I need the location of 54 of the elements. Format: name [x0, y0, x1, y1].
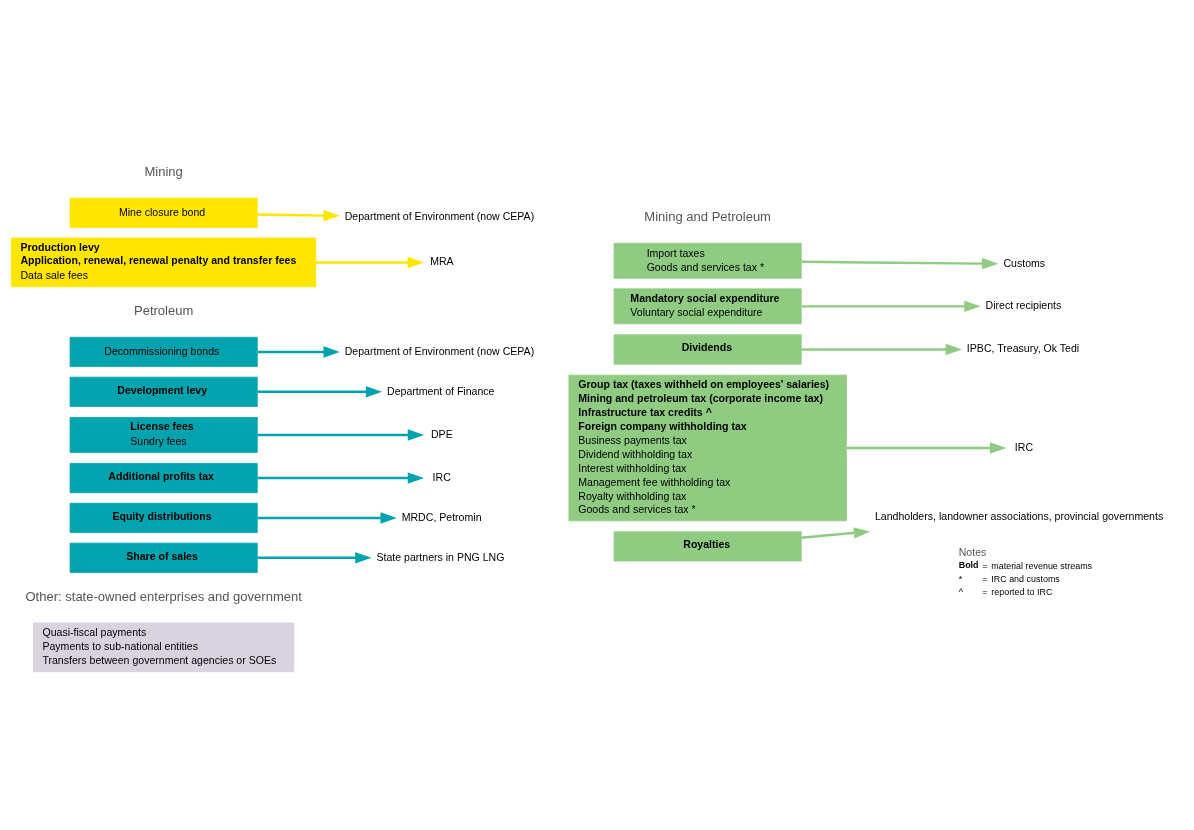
node-text: MRA: [430, 255, 454, 268]
label: Notes: [958, 545, 987, 558]
node-box: Mine closure bond: [69, 197, 258, 228]
node-text: State partners in PNG LNG: [376, 550, 505, 563]
label: reported to IRC: [991, 587, 1053, 598]
node-text: Department of Environment (now CEPA): [344, 210, 535, 223]
node-box: Decommissioning bonds: [69, 336, 258, 367]
arrow: [257, 472, 425, 484]
arrow: [257, 429, 425, 441]
label: Petroleum: [134, 303, 194, 319]
node-text: Direct recipients: [985, 299, 1062, 312]
node-text: Customs: [1003, 256, 1046, 269]
node-box: Development levy: [69, 376, 258, 407]
label: IRC and customs: [991, 574, 1060, 585]
arrow: [257, 346, 340, 358]
label: Mining: [144, 164, 183, 179]
label: =: [982, 574, 988, 585]
arrow: [257, 209, 340, 222]
node-box: Equity distributions: [69, 502, 258, 533]
node-box: Mandatory social expenditure Voluntary social expenditure: [613, 288, 802, 325]
node-box: License fees Sundry fees: [69, 417, 258, 453]
node-text: Department of Environment (now CEPA): [344, 344, 535, 357]
node-text: MRDC, Petromin: [401, 510, 482, 523]
node-box: Production levy Application, renewal, renewal penalty and transfer fees Data sale fees: [11, 237, 317, 288]
node-box: Royalties: [613, 531, 802, 562]
label: Other: state-owned enterprises and government: [25, 588, 302, 604]
arrow: [257, 552, 372, 564]
node-text: IPBC, Treasury, Ok Tedi: [966, 342, 1080, 355]
node-box: Share of sales: [69, 542, 258, 573]
node-box: Quasi-fiscal payments Payments to sub-national entities Transfers between government agencies or SOEs: [33, 622, 295, 673]
arrow: [801, 257, 999, 270]
arrow: [316, 256, 424, 269]
label: *: [958, 574, 963, 585]
node-text: DPE: [430, 427, 453, 440]
label: =: [982, 587, 988, 598]
arrow: [801, 343, 962, 356]
node-text: Department of Finance: [387, 384, 495, 397]
arrow: [257, 512, 397, 524]
label: ^: [958, 587, 963, 598]
node-box: Import taxes Goods and services tax *: [613, 242, 802, 279]
node-text: IRC: [1014, 440, 1034, 453]
label: material revenue streams: [991, 561, 1093, 572]
label: Bold: [958, 560, 979, 571]
label: =: [982, 561, 988, 572]
node-box: Dividends: [613, 334, 802, 365]
node-text: Landholders, landowner associations, provincial governments: [874, 509, 1164, 522]
node-text: IRC: [432, 470, 451, 483]
arrow: [846, 442, 1007, 454]
node-box: Additional profits tax: [69, 463, 258, 494]
label: Mining and Petroleum: [644, 208, 771, 224]
arrow: [257, 386, 383, 398]
arrow: [801, 300, 981, 313]
arrow: [801, 527, 871, 539]
node-box: Group tax (taxes withheld on employees' salaries) Mining and petroleum tax (corporate income tax) Infrastructure tax credits ^ Foreign company withholding tax Business payments tax Dividend withholding tax Interest withholding tax Management fee withholding tax Royalty withholding tax Goods and services tax *: [568, 374, 847, 522]
